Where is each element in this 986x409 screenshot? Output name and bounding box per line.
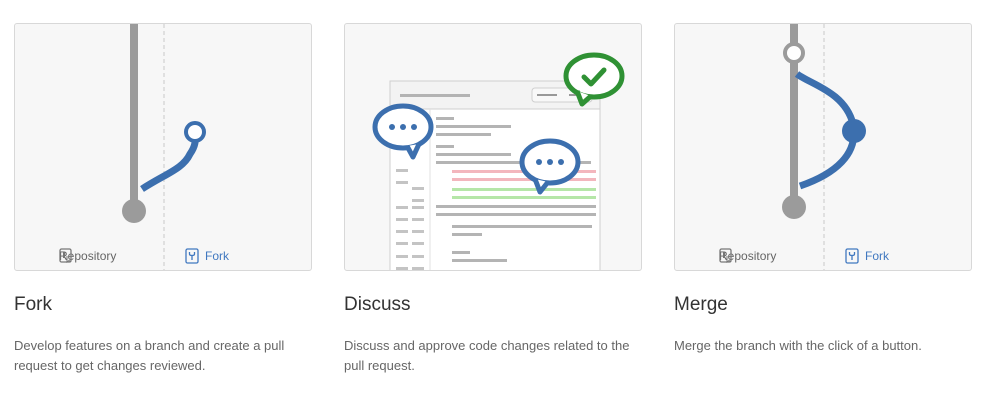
repository-label-group: Repository bbox=[59, 248, 136, 264]
repo-icon bbox=[719, 248, 796, 264]
fork-head-commit bbox=[184, 121, 206, 143]
fork-icon bbox=[185, 248, 199, 264]
card-description: Merge the branch with the click of a but… bbox=[674, 338, 922, 353]
comment-icon bbox=[372, 103, 434, 160]
fork-label: Fork bbox=[865, 249, 889, 263]
card-title: Merge bbox=[674, 294, 728, 315]
inline-comment-icon bbox=[519, 138, 581, 195]
fork-label-group: Fork bbox=[845, 248, 889, 264]
feature-card-discuss: Discuss Discuss and approve code changes… bbox=[344, 23, 642, 373]
fork-label: Fork bbox=[205, 249, 229, 263]
fork-graph bbox=[122, 24, 206, 270]
card-title: Fork bbox=[14, 294, 52, 315]
discuss-graphic bbox=[372, 52, 625, 270]
repository-label: Repository bbox=[719, 249, 777, 263]
merge-commit bbox=[783, 42, 805, 64]
merge-illustration: Repository Fork bbox=[674, 23, 972, 271]
repository-label-group: Repository bbox=[719, 248, 796, 264]
repo-icon bbox=[59, 248, 136, 264]
merge-graph bbox=[782, 24, 866, 270]
feature-card-fork: Repository Fork Fork Develop features on… bbox=[14, 23, 312, 373]
branch-commit bbox=[842, 119, 866, 143]
diff-added-lines bbox=[452, 188, 596, 199]
card-title: Discuss bbox=[344, 294, 411, 315]
repository-label: Repository bbox=[59, 249, 117, 263]
fork-illustration: Repository Fork bbox=[14, 23, 312, 271]
discuss-illustration bbox=[344, 23, 642, 271]
base-commit bbox=[782, 195, 806, 219]
repository-trunk bbox=[130, 24, 138, 211]
feature-card-merge: Repository Fork Merge Merge the branch w… bbox=[674, 23, 972, 353]
fork-label-group: Fork bbox=[185, 248, 229, 264]
repository-trunk bbox=[790, 24, 798, 209]
fork-origin-commit bbox=[122, 199, 146, 223]
card-description: Develop features on a branch and create … bbox=[14, 338, 285, 373]
fork-icon bbox=[845, 248, 859, 264]
fork-branch bbox=[140, 133, 199, 192]
check-icon bbox=[563, 52, 625, 107]
card-description: Discuss and approve code changes related… bbox=[344, 338, 630, 373]
